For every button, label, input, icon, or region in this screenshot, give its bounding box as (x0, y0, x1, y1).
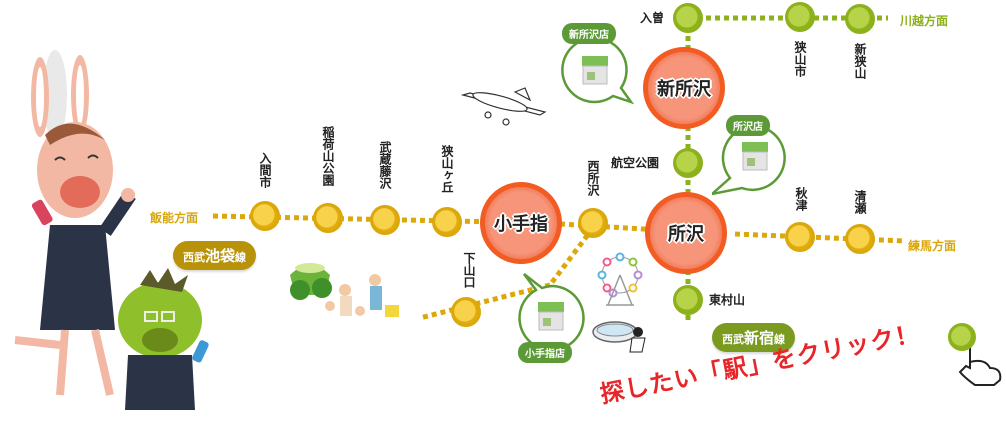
badge-suffix: 線 (235, 251, 247, 264)
station-label-koku-koen: 航空公園 (611, 156, 660, 170)
pointing-hand-icon (958, 340, 1002, 386)
seibu-ikebukuro-line-badge: 西武池袋線 (173, 241, 257, 270)
station-label-inariyama-koen: 稲荷山公園 (321, 126, 335, 186)
station-label-sayamagaoka: 狭山ヶ丘 (440, 145, 454, 193)
station-label-akitsu: 秋津 (794, 187, 808, 211)
rabbit-character-illustration (14, 50, 136, 396)
station-sayamashi[interactable] (785, 2, 815, 32)
station-akitsu[interactable] (785, 222, 815, 252)
airplane-illustration (460, 87, 547, 126)
direction-nerima: 練馬方面 (908, 239, 957, 253)
direction-hanno: 飯能方面 (150, 211, 199, 225)
station-label-kotesashi: 小手指 (494, 214, 548, 235)
badge-prefix: 西武 (183, 251, 205, 264)
badge-line-name: 池袋 (205, 247, 236, 265)
station-kotesashi[interactable]: 小手指 (480, 182, 562, 264)
shop-tag-shin-tokorozawa: 新所沢店 (562, 23, 616, 44)
station-label-iriso: 入曽 (640, 11, 665, 25)
badge-suffix: 線 (774, 333, 786, 346)
station-higashi-murayama[interactable] (673, 285, 703, 315)
station-musashi-fujisawa[interactable] (370, 205, 400, 235)
station-label-tokorozawa: 所沢 (668, 224, 704, 245)
badge-line-name: 新宿 (744, 329, 775, 347)
station-label-shin-tokorozawa: 新所沢 (657, 79, 711, 100)
station-label-nishi-tokorozawa: 西所沢 (586, 160, 600, 196)
station-label-musashi-fujisawa: 武蔵藤沢 (378, 141, 392, 189)
sample-station-icon (948, 323, 976, 351)
shop-tag-tokorozawa: 所沢店 (726, 115, 770, 136)
station-koku-koen[interactable] (673, 148, 703, 178)
seibu-shinjuku-line-badge: 西武新宿線 (712, 323, 796, 352)
station-shin-tokorozawa[interactable]: 新所沢 (643, 47, 725, 129)
station-kiyose[interactable] (845, 224, 875, 254)
station-sayamagaoka[interactable] (432, 207, 462, 237)
shop-kotesashi[interactable]: 小手指店 (512, 270, 592, 363)
station-tokorozawa[interactable]: 所沢 (645, 192, 727, 274)
shop-tokorozawa[interactable]: 所沢店 (707, 115, 792, 197)
shop-shin-tokorozawa[interactable]: 新所沢店 (555, 23, 635, 105)
park-family-illustration (290, 263, 399, 317)
shop-tag-kotesashi: 小手指店 (518, 342, 572, 363)
station-label-shimoyamaguchi: 下山口 (462, 252, 476, 288)
station-label-kiyose: 清瀬 (853, 190, 867, 214)
station-irumashi[interactable] (250, 201, 280, 231)
badge-prefix: 西武 (722, 333, 744, 346)
shop-bubble-icon (561, 36, 635, 105)
station-shin-sayama[interactable] (845, 4, 875, 34)
dome-stadium-illustration (592, 321, 646, 353)
direction-kawagoe: 川越方面 (900, 14, 949, 28)
station-iriso[interactable] (673, 3, 703, 33)
station-shimoyamaguchi[interactable] (451, 297, 481, 327)
kappa-mascot-illustration (118, 268, 209, 410)
shop-bubble-icon (518, 273, 585, 352)
station-label-irumashi: 入間市 (258, 152, 272, 188)
station-label-higashi-murayama: 東村山 (709, 293, 746, 307)
station-nishi-tokorozawa[interactable] (578, 208, 608, 238)
station-label-sayamashi: 狭山市 (793, 41, 807, 77)
station-inariyama-koen[interactable] (313, 203, 343, 233)
shop-bubble-icon (707, 124, 786, 197)
ferris-wheel-illustration (597, 252, 643, 306)
station-label-shin-sayama: 新狭山 (853, 43, 867, 79)
